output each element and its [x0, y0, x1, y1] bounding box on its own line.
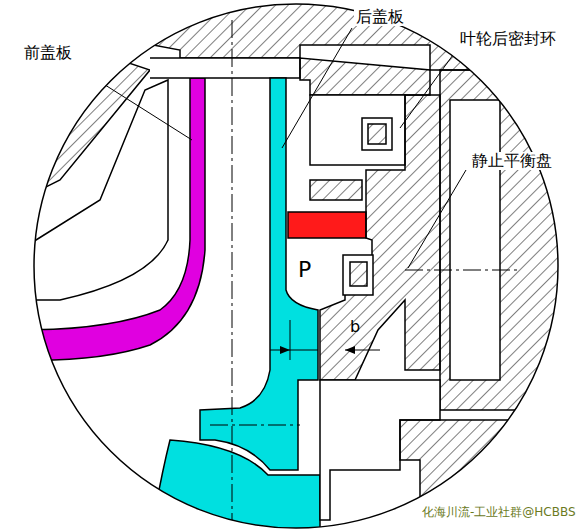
part-label: 静止平衡盘 — [470, 152, 554, 170]
part-label: 后盖板 — [354, 8, 406, 26]
pressure-symbol: P — [296, 258, 313, 282]
watermark: 化海川流-工业社群@HCBBS — [420, 506, 578, 519]
part-label: 前盖板 — [22, 44, 74, 62]
part-label: 叶轮后密封环 — [458, 30, 558, 48]
gap-dimension: b — [348, 318, 362, 336]
